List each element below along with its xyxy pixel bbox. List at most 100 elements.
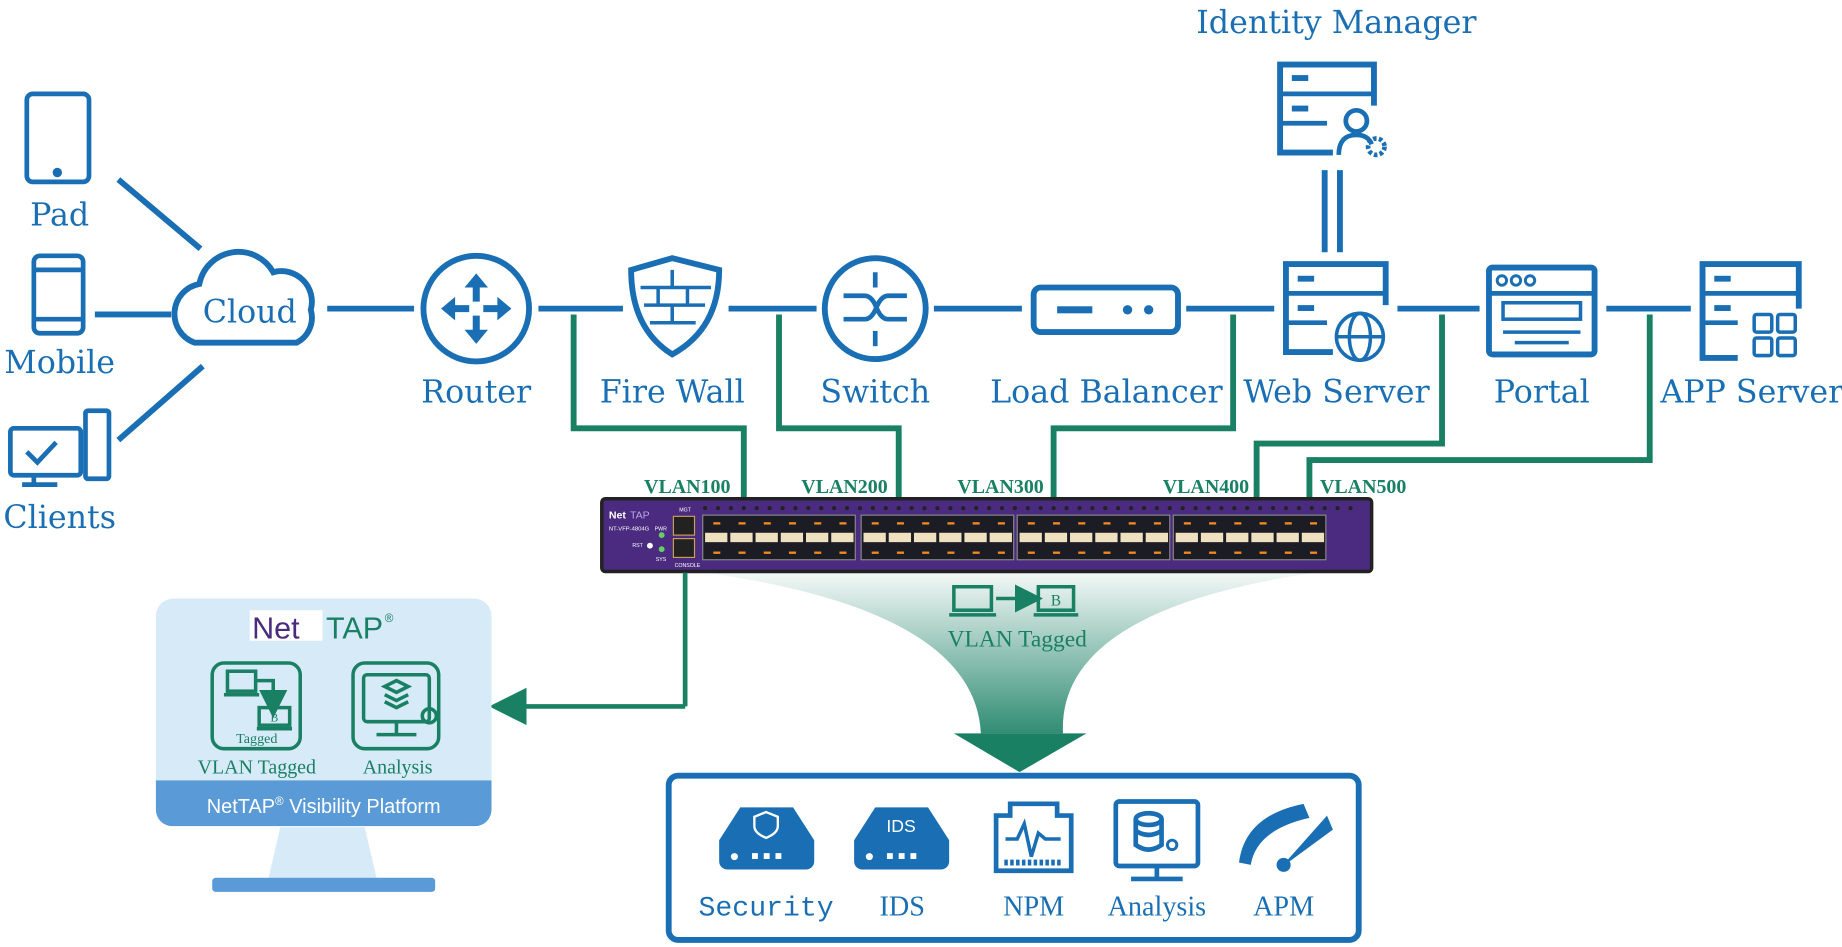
load-balancer-label: Load Balancer bbox=[990, 375, 1223, 411]
portal-label: Portal bbox=[1494, 375, 1590, 411]
tool-label-apm: APM bbox=[1253, 891, 1314, 922]
desktop-check-icon bbox=[8, 408, 112, 487]
port-group bbox=[860, 514, 1015, 561]
platform-bar-brand: NetTAP bbox=[207, 796, 275, 818]
port-led bbox=[922, 522, 930, 525]
vent-hole bbox=[1206, 506, 1211, 511]
vent-hole bbox=[1322, 506, 1327, 511]
port-led bbox=[839, 551, 847, 554]
port-led bbox=[738, 551, 746, 554]
nettap-device: Net TAP NT-VFP-4804G MGT PWR RST SYS CON… bbox=[600, 496, 1374, 574]
port-led bbox=[1053, 522, 1061, 525]
tool-label-analysis: Analysis bbox=[1108, 891, 1207, 922]
vent-hole bbox=[754, 506, 759, 511]
vent-hole bbox=[1167, 506, 1172, 511]
port-led bbox=[1153, 522, 1161, 525]
tool-label-npm: NPM bbox=[1003, 891, 1064, 922]
port-led bbox=[1183, 551, 1191, 554]
port-led bbox=[972, 522, 980, 525]
mobile-icon bbox=[31, 253, 86, 336]
port-led bbox=[788, 551, 797, 554]
vent-hole bbox=[1232, 506, 1237, 511]
vent-hole bbox=[1245, 506, 1250, 511]
vent-hole bbox=[806, 506, 811, 511]
vlan-tagged-icon bbox=[949, 584, 1079, 617]
port-led bbox=[1053, 551, 1061, 554]
port-led bbox=[896, 522, 904, 525]
sfp-port-groups bbox=[702, 506, 1353, 561]
tile-label-analysis: Analysis bbox=[363, 756, 433, 778]
vent-hole bbox=[961, 506, 966, 511]
firewall-shield-icon bbox=[628, 255, 723, 358]
vent-hole bbox=[1025, 506, 1030, 511]
vent-hole bbox=[1064, 506, 1069, 511]
vent-hole bbox=[896, 506, 901, 511]
vent-hole bbox=[948, 506, 953, 511]
tile-inner-label: Tagged bbox=[236, 731, 277, 747]
tool-label-security: Security bbox=[699, 893, 834, 924]
port-led bbox=[738, 522, 746, 525]
sfp-port bbox=[939, 532, 962, 543]
sfp-port bbox=[863, 532, 886, 543]
sfp-port bbox=[1145, 532, 1169, 543]
vent-hole bbox=[728, 506, 734, 511]
port-led bbox=[997, 551, 1005, 554]
client-label-pad: Pad bbox=[30, 197, 89, 233]
tools-box bbox=[665, 772, 1362, 943]
sfp-port bbox=[1200, 532, 1224, 543]
vent-hole bbox=[1283, 506, 1289, 511]
port-led bbox=[713, 551, 721, 554]
port-led bbox=[1078, 522, 1086, 525]
vent-hole bbox=[767, 506, 772, 511]
vlan-label-400: VLAN400 bbox=[1163, 476, 1249, 498]
sfp-port bbox=[1276, 532, 1299, 543]
vent-hole bbox=[935, 506, 940, 511]
vent-hole bbox=[844, 506, 850, 511]
security-appliance-icon bbox=[719, 807, 815, 870]
load-balancer-icon bbox=[1030, 284, 1181, 336]
sfp-port bbox=[705, 532, 728, 543]
vent-hole bbox=[1128, 506, 1134, 511]
sfp-port bbox=[964, 532, 987, 543]
port-led bbox=[1209, 522, 1217, 525]
vent-hole bbox=[870, 506, 875, 511]
port-led bbox=[713, 522, 721, 525]
port-group bbox=[702, 514, 856, 561]
firewall-label: Fire Wall bbox=[600, 375, 745, 411]
vent-hole bbox=[1258, 506, 1263, 511]
sfp-port bbox=[888, 532, 912, 543]
router-icon bbox=[420, 252, 532, 365]
port-led bbox=[814, 522, 822, 525]
platform-bar-title: NetTAP® Visibility Platform bbox=[207, 795, 441, 818]
port-led bbox=[1128, 522, 1136, 525]
traffic-funnel bbox=[705, 572, 1316, 734]
vent-hole bbox=[1116, 506, 1121, 511]
sfp-port bbox=[1120, 532, 1143, 543]
ids-appliance-icon: IDS bbox=[854, 807, 950, 870]
platform-logo-net: Net bbox=[252, 611, 300, 645]
sfp-port bbox=[1095, 532, 1118, 543]
npm-port-icon bbox=[993, 801, 1074, 874]
tile-badge: B bbox=[270, 712, 278, 725]
port-led bbox=[1027, 522, 1035, 525]
sfp-port bbox=[913, 532, 937, 543]
port-group bbox=[1016, 514, 1171, 561]
sfp-port bbox=[805, 532, 829, 543]
sfp-port bbox=[831, 532, 854, 543]
port-led bbox=[1128, 551, 1136, 554]
port-led bbox=[1183, 522, 1191, 525]
vent-hole bbox=[883, 506, 888, 511]
port-led bbox=[788, 522, 797, 525]
client-links bbox=[94, 177, 205, 443]
device-pwr-label: PWR bbox=[655, 526, 667, 532]
port-led bbox=[1078, 551, 1086, 554]
cloud-icon bbox=[171, 248, 315, 346]
vent-hole bbox=[1141, 506, 1147, 511]
port-led bbox=[972, 551, 980, 554]
vent-hole bbox=[1309, 506, 1314, 511]
vent-hole bbox=[702, 506, 708, 511]
port-led bbox=[1027, 551, 1035, 554]
platform-logo-reg: ® bbox=[385, 612, 394, 625]
